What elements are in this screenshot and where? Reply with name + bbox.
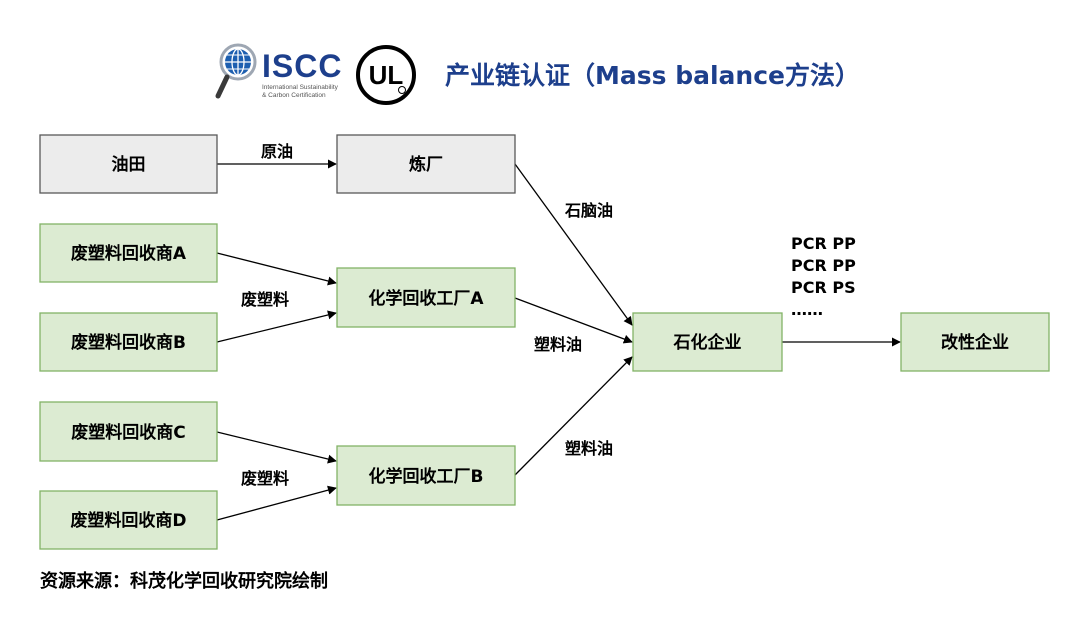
edge-label-crude-oil: 原油 bbox=[261, 142, 293, 161]
svg-text:石化企业: 石化企业 bbox=[673, 332, 742, 353]
svg-text:UL: UL bbox=[369, 60, 404, 90]
svg-text:油田: 油田 bbox=[112, 154, 146, 175]
edge-label-waste-plastic-2: 废塑料 bbox=[241, 469, 289, 488]
ul-logo-icon: UL bbox=[356, 45, 416, 105]
edge-refinery-petrochem bbox=[514, 163, 633, 326]
page-title: 产业链认证（Mass balance方法） bbox=[445, 61, 860, 90]
node-oilfield: 油田 bbox=[39, 134, 218, 194]
node-recycler-a: 废塑料回收商A bbox=[39, 223, 218, 283]
node-recycler-b: 废塑料回收商B bbox=[39, 312, 218, 372]
edge-label-plastic-oil-2: 塑料油 bbox=[565, 439, 613, 458]
product-item: PCR PS bbox=[791, 278, 856, 297]
product-list: PCR PP PCR PP PCR PS …… bbox=[791, 234, 856, 319]
edge-recycler-c-plant-b bbox=[216, 431, 337, 464]
edges bbox=[216, 159, 901, 521]
edge-plant-b-petrochem bbox=[514, 356, 633, 476]
svg-text:废塑料回收商C: 废塑料回收商C bbox=[71, 422, 185, 443]
node-plant-b: 化学回收工厂B bbox=[336, 445, 516, 506]
node-modifier: 改性企业 bbox=[900, 312, 1050, 372]
svg-text:废塑料回收商B: 废塑料回收商B bbox=[71, 332, 186, 353]
iscc-logo-subtitle: International Sustainability & Carbon Ce… bbox=[262, 84, 338, 99]
node-refinery: 炼厂 bbox=[336, 134, 516, 194]
svg-text:改性企业: 改性企业 bbox=[941, 332, 1009, 353]
svg-text:炼厂: 炼厂 bbox=[409, 154, 443, 175]
svg-text:化学回收工厂B: 化学回收工厂B bbox=[369, 466, 484, 487]
edge-label-plastic-oil-1: 塑料油 bbox=[534, 335, 582, 354]
product-item: …… bbox=[791, 300, 823, 319]
edge-plant-a-petrochem bbox=[514, 297, 633, 344]
svg-text:废塑料回收商D: 废塑料回收商D bbox=[70, 510, 186, 531]
edge-recycler-d-plant-b bbox=[216, 485, 337, 521]
edge-label-waste-plastic-1: 废塑料 bbox=[241, 290, 289, 309]
node-petrochem: 石化企业 bbox=[632, 312, 783, 372]
header: ISCC International Sustainability & Carb… bbox=[0, 0, 1080, 120]
svg-text:废塑料回收商A: 废塑料回收商A bbox=[71, 243, 187, 264]
edge-recycler-a-plant-a bbox=[216, 252, 337, 286]
iscc-globe-magnifier-icon bbox=[215, 43, 257, 99]
svg-text:化学回收工厂A: 化学回收工厂A bbox=[368, 288, 484, 309]
node-recycler-c: 废塑料回收商C bbox=[39, 401, 218, 462]
product-item: PCR PP bbox=[791, 234, 856, 253]
product-item: PCR PP bbox=[791, 256, 856, 275]
node-recycler-d: 废塑料回收商D bbox=[39, 490, 218, 550]
node-plant-a: 化学回收工厂A bbox=[336, 267, 516, 328]
edge-label-naphtha: 石脑油 bbox=[564, 201, 613, 220]
edge-recycler-b-plant-a bbox=[216, 310, 337, 343]
edge-labels: 原油 石脑油 废塑料 塑料油 废塑料 塑料油 bbox=[241, 142, 613, 488]
source-note: 资源来源：科茂化学回收研究院绘制 bbox=[40, 571, 328, 592]
iscc-logo-text: ISCC bbox=[262, 48, 343, 84]
